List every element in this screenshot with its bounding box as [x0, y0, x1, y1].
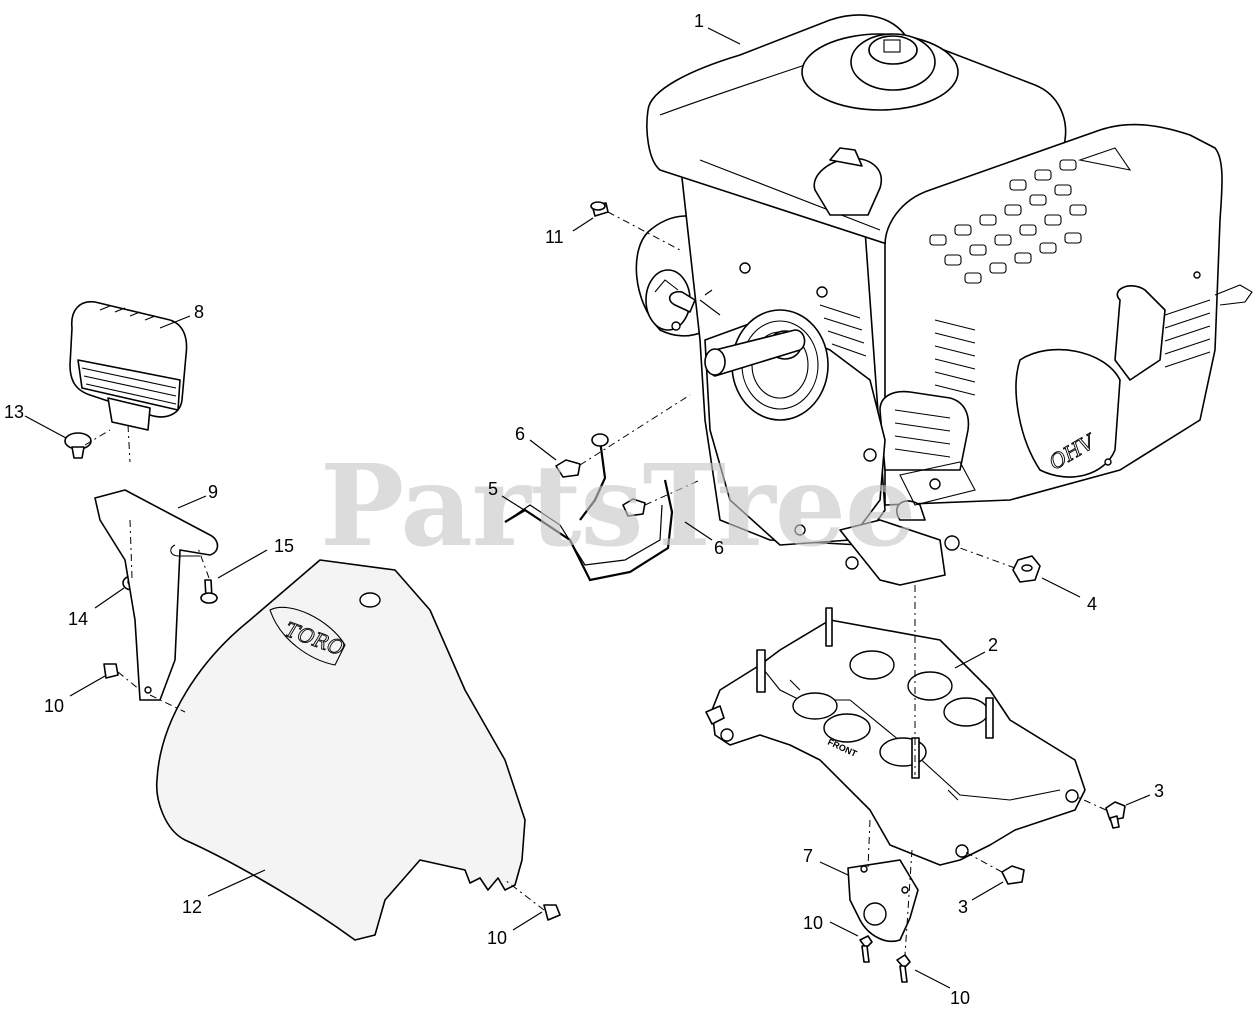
light-bracket — [94, 489, 219, 701]
watermark-text: PartsTree — [320, 441, 915, 572]
mount-bracket — [847, 859, 919, 942]
callout-leaders — [24, 27, 1151, 989]
callout-7: 7 — [803, 846, 813, 866]
callout-2: 2 — [988, 635, 998, 655]
control-rod — [504, 433, 674, 582]
callout-14: 14 — [68, 609, 88, 629]
headlight-assembly — [69, 301, 188, 431]
callout-5: 5 — [488, 479, 498, 499]
callout-labels: 1 2 3 3 4 5 6 6 7 8 9 10 10 10 10 11 12 … — [4, 11, 1164, 1008]
callout-6-upper: 6 — [515, 424, 525, 444]
fasteners — [64, 201, 1126, 983]
callout-9: 9 — [208, 482, 218, 502]
callout-10-plate-right: 10 — [950, 988, 970, 1008]
callout-6-lower: 6 — [714, 538, 724, 558]
callout-1: 1 — [694, 11, 704, 31]
callout-4: 4 — [1087, 594, 1097, 614]
callout-11: 11 — [545, 227, 564, 247]
engine: OHV — [635, 14, 1253, 586]
engine-mount-plate: FRONT — [705, 607, 1086, 866]
callout-3-upper: 3 — [1154, 781, 1164, 801]
callout-10-bracket: 10 — [44, 696, 64, 716]
callout-15: 15 — [274, 536, 294, 556]
chute-shroud: TORO — [155, 559, 526, 941]
callout-13: 13 — [4, 402, 24, 422]
callout-10-shroud: 10 — [487, 928, 507, 948]
assembly-center-lines — [84, 211, 1107, 956]
callout-3-lower: 3 — [958, 897, 968, 917]
callout-10-plate-left: 10 — [803, 913, 823, 933]
callout-12: 12 — [182, 897, 202, 917]
callout-8: 8 — [194, 302, 204, 322]
